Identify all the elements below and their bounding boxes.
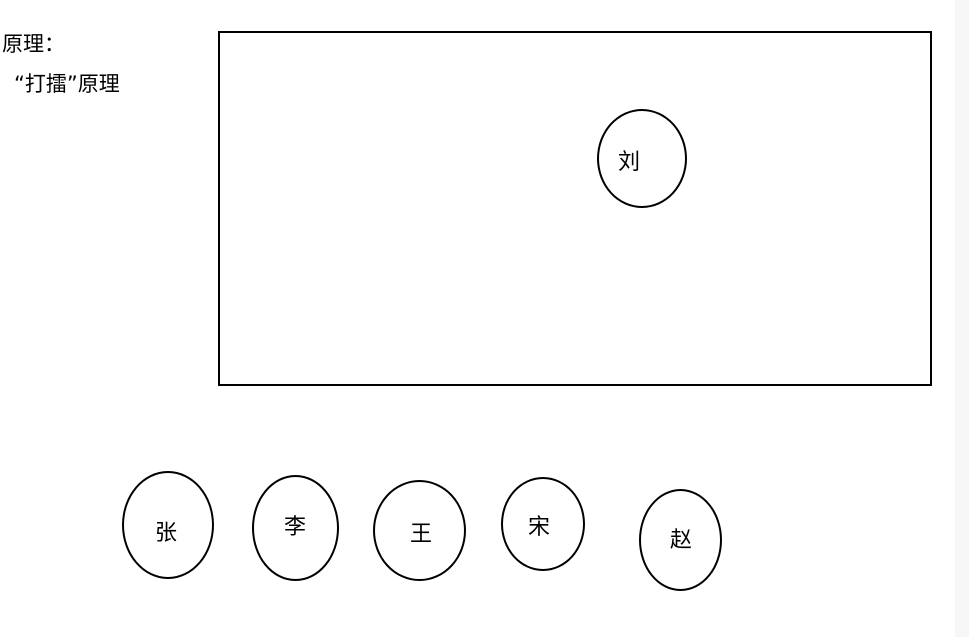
challenger-name-1: 张: [155, 521, 178, 546]
challenger-name-2: 李: [284, 515, 307, 540]
subheading-arena-principle: “打擂”原理: [14, 72, 120, 96]
challenger-name-5: 赵: [670, 528, 693, 553]
challenger-circle-1: [122, 471, 214, 579]
window-edge-strip: [955, 0, 969, 637]
champion-circle: [597, 109, 687, 208]
challenger-name-4: 宋: [528, 515, 551, 540]
challenger-circle-2: [252, 475, 339, 581]
arena-stage: [218, 31, 932, 386]
champion-name: 刘: [618, 150, 641, 175]
challenger-circle-3: [373, 480, 466, 581]
challenger-circle-5: [639, 489, 722, 591]
challenger-circle-4: [501, 477, 585, 571]
challenger-name-3: 王: [410, 522, 433, 547]
heading-principle: 原理：: [2, 32, 65, 56]
